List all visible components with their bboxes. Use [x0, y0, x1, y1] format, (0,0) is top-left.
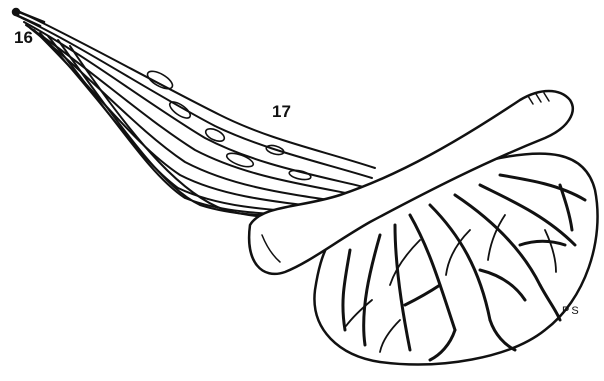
label-ps: PS	[562, 306, 581, 317]
fiber-bundle	[20, 12, 375, 218]
label-17: 17	[272, 103, 291, 120]
label-16: 16	[14, 29, 33, 46]
